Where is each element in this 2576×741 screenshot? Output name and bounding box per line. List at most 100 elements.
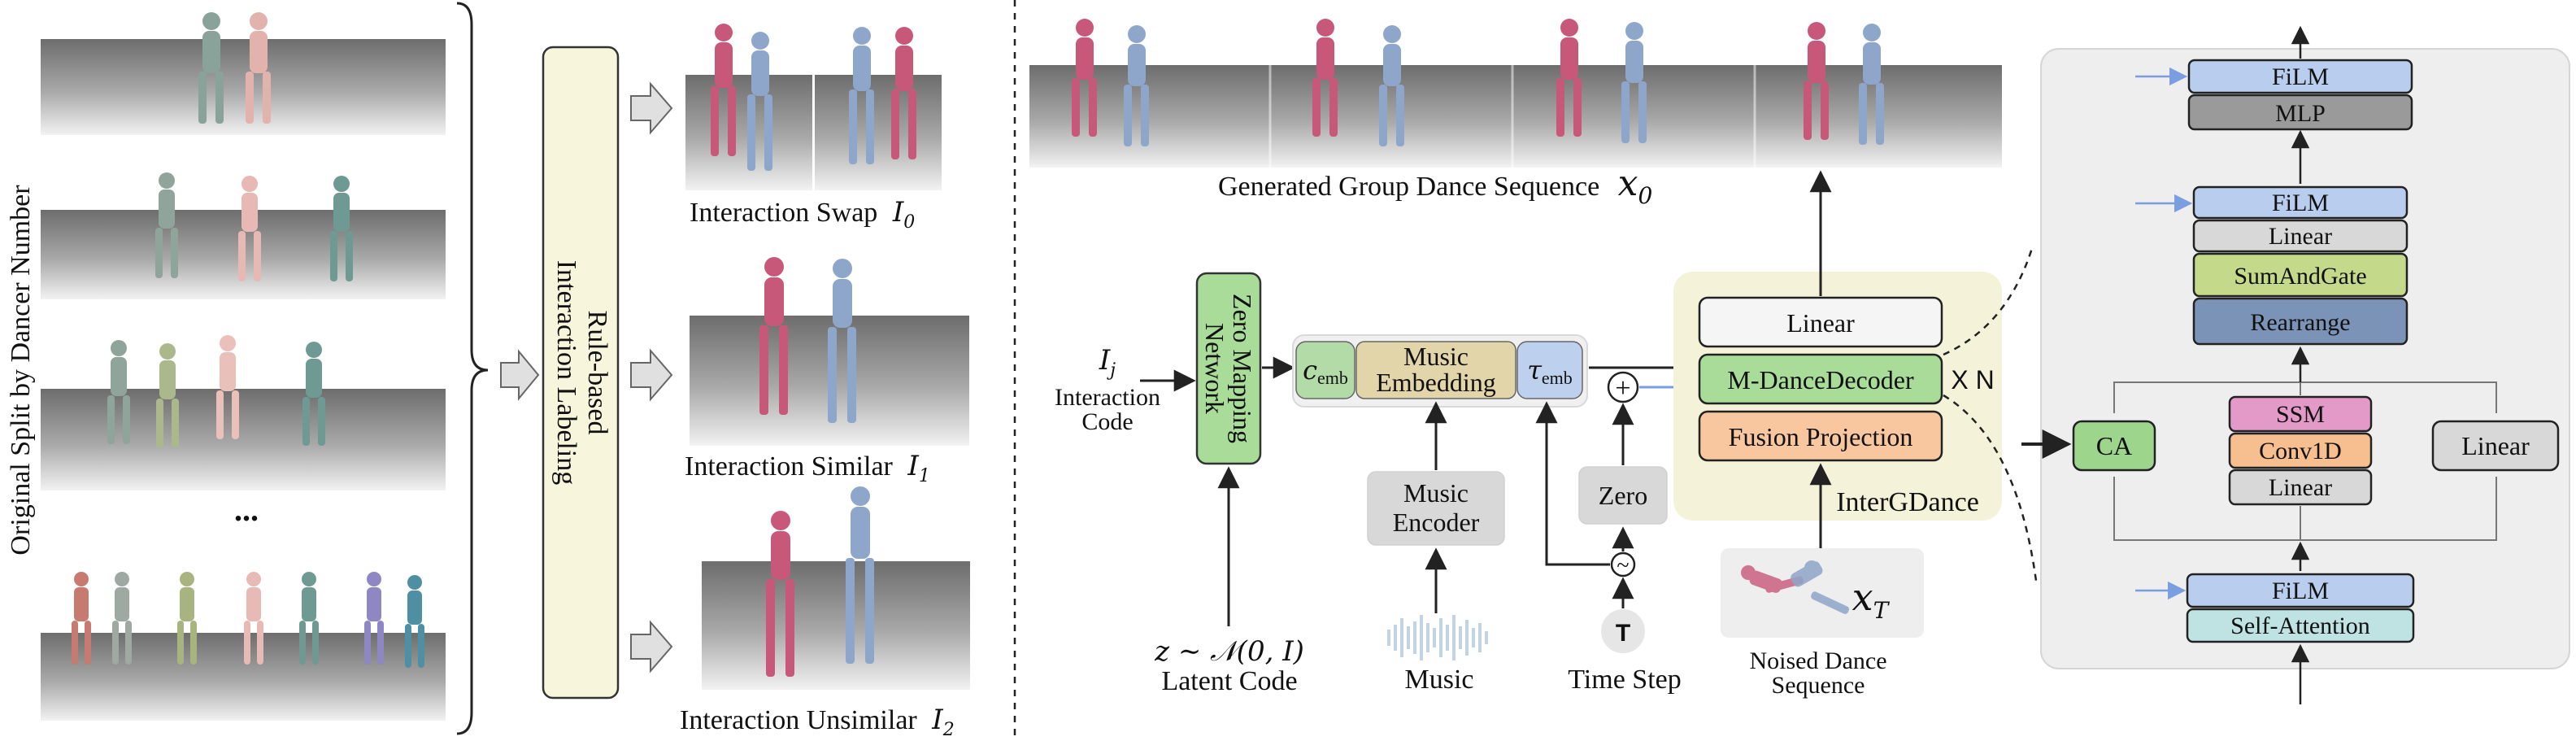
bottom-film-box bbox=[2186, 573, 2415, 608]
music-embedding-box bbox=[1355, 341, 1516, 399]
sum-and-gate-box bbox=[2192, 252, 2408, 298]
mid-film-label: FiLM bbox=[2272, 190, 2329, 216]
dancer-figure bbox=[364, 572, 384, 665]
ca-box bbox=[2072, 420, 2156, 472]
interaction-similar-images bbox=[690, 257, 969, 446]
fat-arrow-swap bbox=[630, 81, 673, 135]
latent-label: Latent Code bbox=[1161, 666, 1297, 696]
c-emb-box bbox=[1295, 341, 1355, 399]
fat-arrow-similar bbox=[630, 348, 673, 402]
music-encoder-line2: Encoder bbox=[1393, 508, 1480, 537]
ssm-label: SSM bbox=[2276, 401, 2325, 428]
latent-formula: z ∼ 𝒩(0, I) bbox=[1154, 635, 1304, 668]
interaction-swap-images bbox=[685, 24, 942, 190]
rearrange-box bbox=[2192, 297, 2408, 346]
generated-sequence-frames bbox=[1029, 19, 2002, 168]
rule-box-line1: Rule-based bbox=[582, 311, 612, 435]
fat-arrow-unsimilar bbox=[630, 620, 673, 673]
ssm-box bbox=[2228, 395, 2373, 433]
noised-line1: Noised Dance bbox=[1749, 647, 1886, 674]
conv1d-box bbox=[2228, 432, 2373, 469]
dancer-figure bbox=[216, 335, 239, 439]
music-embedding-line2: Embedding bbox=[1376, 368, 1496, 397]
fusion-projection-label: Fusion Projection bbox=[1729, 422, 1913, 451]
zero-mapping-network-box bbox=[1195, 272, 1262, 465]
zero-box bbox=[1578, 466, 1668, 525]
dancer-figure bbox=[112, 572, 132, 665]
intergdance-linear-box bbox=[1698, 296, 1943, 348]
merge-line bbox=[2113, 477, 2497, 541]
music-embedding-line1: Music bbox=[1403, 342, 1469, 371]
dancer-figure bbox=[155, 172, 178, 278]
fat-arrow-to-rule bbox=[500, 349, 540, 401]
tau-emb-label: τemb bbox=[1527, 355, 1573, 388]
tau-emb-box bbox=[1516, 341, 1583, 399]
dancer-figure bbox=[72, 572, 91, 665]
tilde-node bbox=[1610, 551, 1636, 578]
conv1d-label: Conv1D bbox=[2259, 438, 2342, 464]
dancer-figure bbox=[156, 343, 179, 447]
zero-mapping-line2: Network bbox=[1200, 323, 1229, 414]
mid-linear-label: Linear bbox=[2269, 223, 2332, 250]
plus-node bbox=[1607, 371, 1639, 403]
t-node-label: T bbox=[1616, 620, 1630, 647]
m-dance-decoder-label: M-DanceDecoder bbox=[1727, 365, 1914, 394]
rearrange-label: Rearrange bbox=[2250, 309, 2350, 336]
dancer-figure bbox=[246, 12, 271, 124]
dancer-figure bbox=[198, 12, 224, 124]
top-film-label: FiLM bbox=[2272, 63, 2329, 90]
ellipsis: ... bbox=[234, 491, 259, 528]
intergdance-title: InterGDance bbox=[1836, 487, 1979, 517]
vertical-split-label: Original Split by Dancer Number bbox=[6, 185, 36, 556]
ca-label: CA bbox=[2096, 431, 2132, 460]
zoom-connector-top bbox=[1943, 245, 2034, 356]
side-linear-label: Linear bbox=[2461, 431, 2530, 460]
interaction-similar-label: Interaction Similar I1 bbox=[685, 450, 930, 486]
side-linear-box bbox=[2431, 420, 2560, 472]
generated-sequence-label: Generated Group Dance Sequence x0 bbox=[1218, 163, 1652, 209]
dance-scene-3-dancers bbox=[41, 172, 446, 299]
dance-scene-2-dancers bbox=[41, 12, 446, 135]
dancer-figure bbox=[330, 176, 353, 281]
noised-dancers bbox=[1741, 560, 1849, 614]
m-dance-decoder-box bbox=[1698, 353, 1943, 405]
music-waveform-icon bbox=[1387, 615, 1488, 660]
rule-box-line2: Interaction Labeling bbox=[551, 260, 581, 486]
interaction-swap-label: Interaction Swap I0 bbox=[690, 196, 915, 233]
dancer-figure bbox=[302, 342, 325, 446]
noised-dance-thumbnail bbox=[1721, 548, 1924, 638]
self-attention-label: Self-Attention bbox=[2230, 612, 2370, 639]
interaction-code-line1: Interaction bbox=[1055, 384, 1160, 411]
dancer-figure bbox=[405, 575, 424, 668]
tilde-sign: ~ bbox=[1617, 553, 1629, 578]
zero-mapping-line1: Zero Mapping bbox=[1228, 294, 1257, 443]
dance-scene-7-dancers bbox=[41, 572, 446, 721]
times-n-label: X N bbox=[1951, 365, 1994, 394]
arrow-tilde-to-tau bbox=[1535, 401, 1610, 566]
dancer-figure bbox=[244, 572, 263, 665]
time-step-label: Time Step bbox=[1568, 665, 1682, 695]
top-film-box bbox=[2187, 59, 2413, 94]
intergdance-linear-label: Linear bbox=[1786, 308, 1855, 338]
fusion-projection-box bbox=[1698, 410, 1943, 462]
interaction-code-line2: Code bbox=[1081, 408, 1133, 435]
self-attention-box bbox=[2186, 608, 2415, 643]
noised-symbol: xT bbox=[1852, 575, 1891, 624]
dancer-figure bbox=[107, 340, 130, 444]
mid-film-box bbox=[2192, 185, 2408, 220]
sum-and-gate-label: SumAndGate bbox=[2234, 263, 2366, 290]
inner-linear-box bbox=[2228, 469, 2373, 506]
right-brace bbox=[456, 2, 489, 735]
interaction-unsimilar-label: Interaction Unsimilar I2 bbox=[680, 704, 955, 737]
t-node bbox=[1601, 609, 1645, 653]
noised-line2: Sequence bbox=[1772, 672, 1865, 699]
music-label: Music bbox=[1405, 665, 1474, 695]
plus-sign: + bbox=[1615, 373, 1630, 403]
mlp-label: MLP bbox=[2275, 100, 2326, 127]
inner-linear-label: Linear bbox=[2269, 474, 2332, 501]
rule-based-labeling-box bbox=[542, 46, 620, 700]
branch-line bbox=[2113, 381, 2497, 413]
bottom-film-label: FiLM bbox=[2272, 578, 2329, 604]
dancer-figure bbox=[299, 572, 319, 665]
